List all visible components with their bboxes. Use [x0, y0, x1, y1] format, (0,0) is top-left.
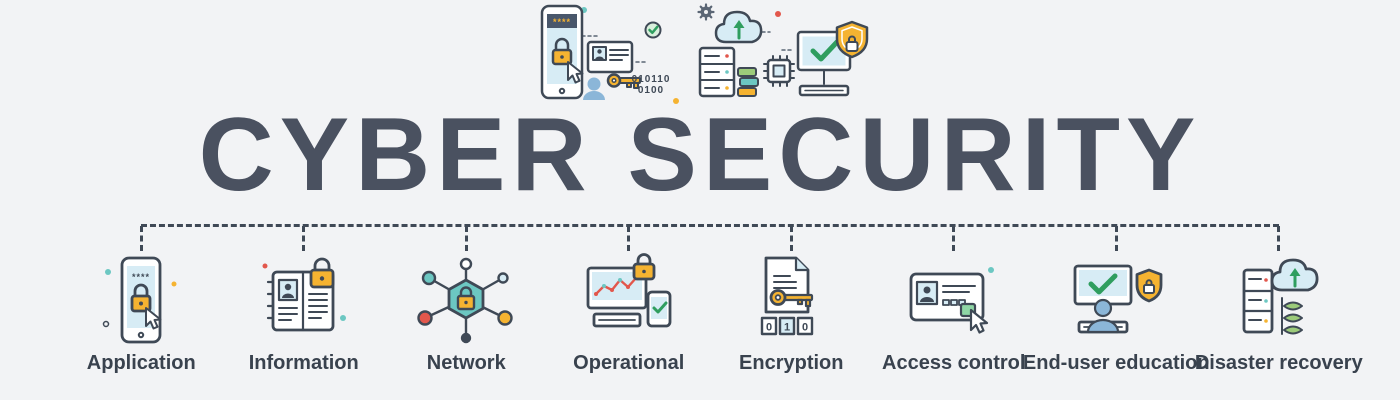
category-label: Encryption: [739, 352, 844, 374]
information-icon: [249, 254, 359, 349]
dot-yellow: [673, 98, 679, 104]
server-icon: [698, 46, 736, 98]
category-disaster-recovery: Disaster recovery: [1194, 226, 1363, 375]
stacked-books-icon: [737, 67, 759, 97]
svg-text:0: 0: [802, 322, 808, 334]
category-end-user-education: End-user education: [1023, 226, 1210, 375]
shield-lock-icon: [835, 20, 869, 59]
password-stars: ****: [553, 17, 571, 27]
category-network: Network: [385, 226, 548, 375]
access-control-icon: [899, 254, 1009, 349]
gear-icon: [697, 3, 715, 21]
monitor-check-icon: [796, 30, 852, 97]
cloud-upload-icon: [714, 10, 763, 44]
cursor-icon: [145, 307, 162, 330]
user-silhouette-icon: [583, 77, 605, 100]
connector-stub: [302, 226, 306, 251]
svg-text:0100: 0100: [638, 85, 664, 96]
id-card-icon: [586, 40, 634, 74]
connector-stub: [139, 226, 143, 251]
category-label: End-user education: [1022, 352, 1210, 374]
svg-text:0: 0: [766, 322, 772, 334]
encryption-icon: 0 1 0: [736, 254, 846, 349]
category-row: **** Application: [60, 226, 1363, 375]
category-operational: Operational: [548, 226, 711, 375]
cursor-icon: [567, 61, 584, 84]
category-label: Network: [426, 352, 506, 374]
smartphone-password-lock-icon: ****: [540, 4, 584, 100]
category-information: Information: [223, 226, 386, 375]
category-encryption: 0 1 0 Encryption: [710, 226, 873, 375]
svg-text:010110: 010110: [632, 74, 671, 85]
cursor-icon: [969, 308, 988, 334]
category-label: Access control: [882, 352, 1026, 374]
category-application: **** Application: [60, 226, 223, 375]
category-label: Operational: [573, 352, 685, 374]
end-user-education-icon: [1061, 254, 1171, 349]
key-icon: [606, 73, 641, 89]
connector-stub: [789, 226, 793, 251]
category-label: Information: [248, 352, 359, 374]
password-stars: ****: [132, 272, 150, 282]
dot-red: [775, 11, 781, 17]
category-label: Disaster recovery: [1194, 352, 1363, 374]
svg-text:1: 1: [784, 322, 790, 334]
connector-lines: [581, 31, 795, 63]
hero-illustration: ****: [510, 2, 890, 112]
connector-stub: [1114, 226, 1118, 251]
category-access-control: Access control: [873, 226, 1036, 375]
connector-stub: [464, 226, 468, 251]
network-icon: [411, 254, 521, 349]
binary-code: 010110 0100: [632, 74, 671, 96]
disaster-recovery-icon: [1224, 254, 1334, 349]
page-title: CYBER SECURITY: [198, 97, 1202, 213]
connector-stub: [627, 226, 631, 251]
category-label: Application: [86, 352, 196, 374]
connector-stub: [952, 226, 956, 251]
connector-stub: [1277, 226, 1281, 251]
chip-icon: [763, 55, 795, 87]
check-badge-icon: [644, 21, 662, 39]
connector-line: [141, 224, 1279, 227]
application-icon: ****: [86, 254, 196, 349]
operational-icon: [574, 253, 684, 349]
